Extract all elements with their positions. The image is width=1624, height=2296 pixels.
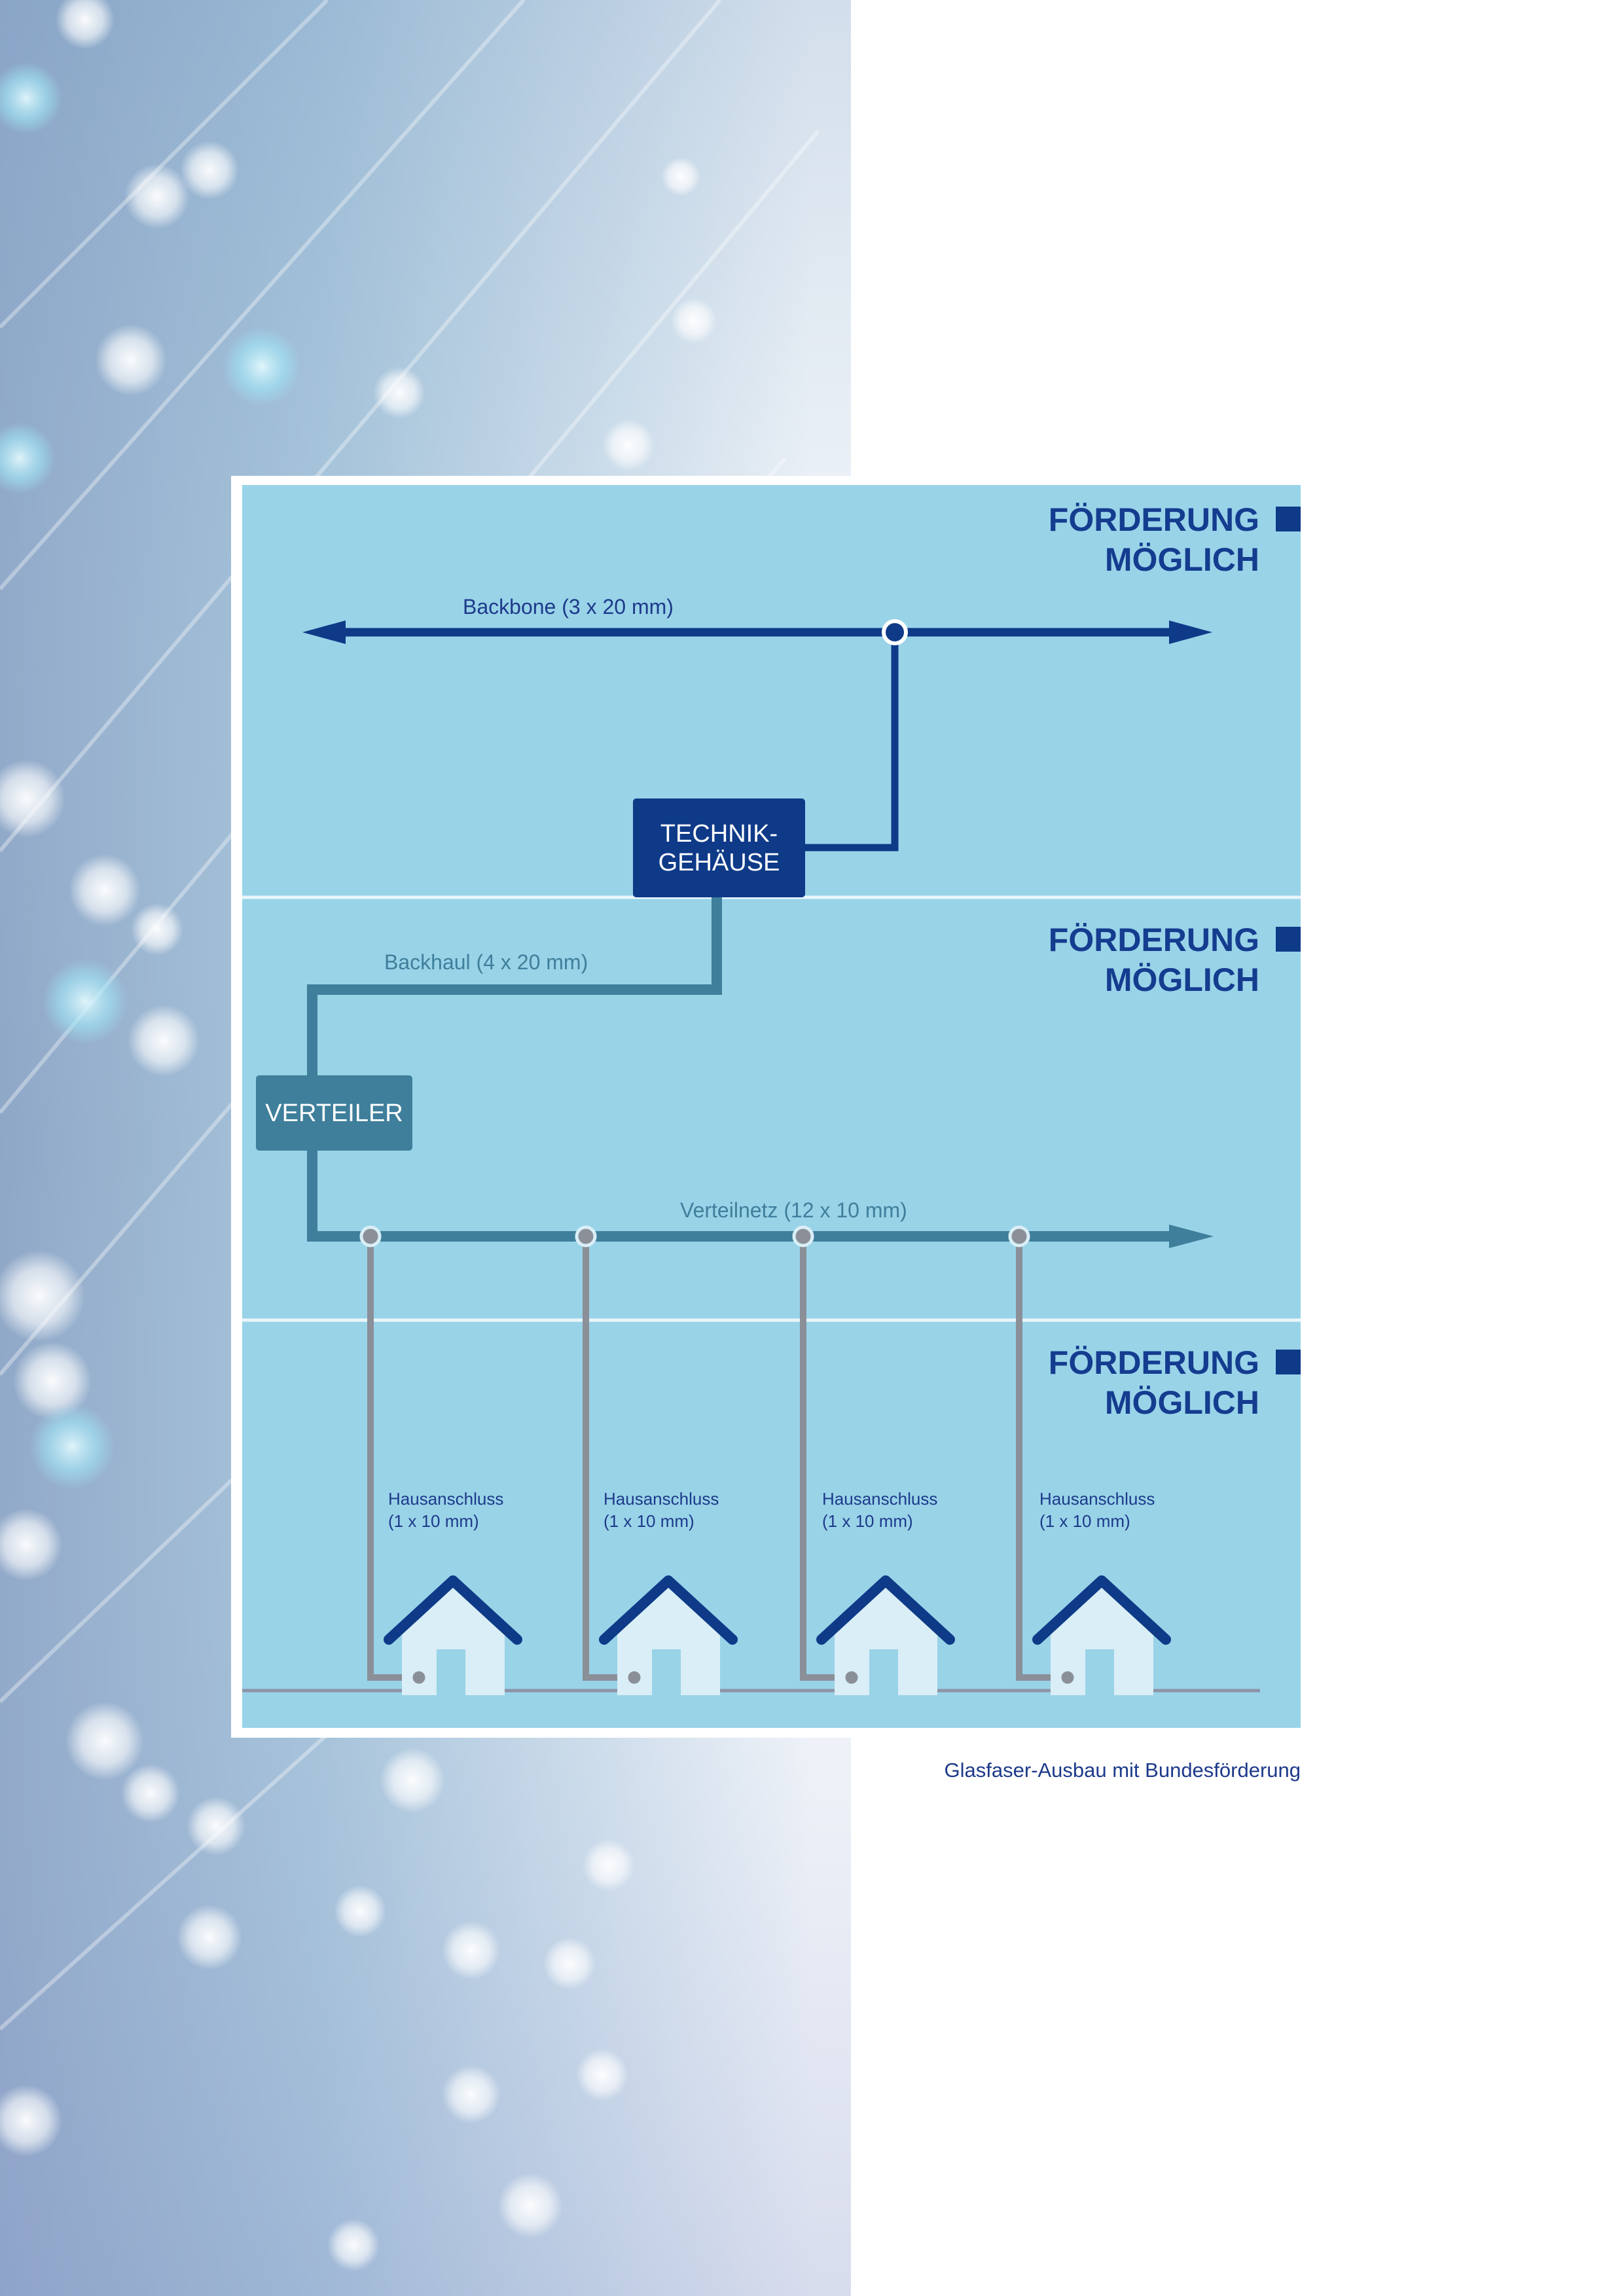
house-door — [437, 1649, 465, 1695]
verteilnetz-junction — [792, 1225, 814, 1247]
backbone-arrow-right — [1169, 620, 1212, 644]
hausanschluss-label-line1: Hausanschluss — [822, 1489, 937, 1509]
house-connector — [624, 1668, 644, 1687]
verteilnetz-junction — [1008, 1225, 1030, 1247]
zone-marker-square — [1276, 1350, 1301, 1374]
house-connection-2: Hausanschluss (1 x 10 mm) — [575, 1225, 738, 1695]
house-connector — [1058, 1668, 1077, 1687]
zone-title-2-line2: MÖGLICH — [1105, 961, 1259, 998]
house-connection-1: Hausanschluss (1 x 10 mm) — [359, 1225, 522, 1695]
verteilnetz-line — [307, 1151, 1178, 1242]
hausanschluss-label-line1: Hausanschluss — [1039, 1489, 1155, 1509]
zone-title-2: FÖRDERUNG MÖGLICH — [1049, 922, 1301, 998]
house-roof-icon — [1032, 1575, 1171, 1645]
hausanschluss-label-line1: Hausanschluss — [604, 1489, 719, 1509]
hausanschluss-label-line2: (1 x 10 mm) — [1039, 1511, 1130, 1531]
house-icon — [617, 1586, 720, 1695]
house-icon — [402, 1586, 505, 1695]
zone-marker-square — [1276, 507, 1301, 531]
backbone-label: Backbone (3 x 20 mm) — [463, 595, 674, 619]
zone-marker-square — [1276, 927, 1301, 952]
house-icon — [835, 1586, 937, 1695]
house-door — [869, 1649, 898, 1695]
verteilnetz-label: Verteilnetz (12 x 10 mm) — [680, 1198, 907, 1222]
zone-title-1: FÖRDERUNG MÖGLICH — [1049, 501, 1301, 578]
house-icon — [1051, 1586, 1153, 1695]
hausanschluss-label-line2: (1 x 10 mm) — [388, 1511, 479, 1531]
house-roof-icon — [599, 1575, 738, 1645]
technik-gehaeuse-label: TECHNIK- GEHÄUSE — [658, 819, 780, 876]
house-connector — [842, 1668, 861, 1687]
verteilnetz-junction — [575, 1225, 597, 1247]
verteiler-label: VERTEILER — [265, 1099, 403, 1127]
backhaul-label: Backhaul (4 x 20 mm) — [384, 950, 588, 974]
technik-gehaeuse-box — [633, 798, 805, 897]
hausanschluss-label-line2: (1 x 10 mm) — [604, 1511, 695, 1531]
diagram-panel — [242, 485, 1301, 1728]
house-door — [1085, 1649, 1114, 1695]
zone-title-3-line2: MÖGLICH — [1105, 1384, 1259, 1421]
verteilnetz-junction — [359, 1225, 382, 1247]
house-roof-icon — [816, 1575, 955, 1645]
zone-title-2-line1: FÖRDERUNG — [1049, 922, 1259, 958]
zone-title-1-line2: MÖGLICH — [1105, 541, 1259, 578]
verteiler-box — [256, 1075, 412, 1151]
backhaul-line — [307, 897, 722, 1077]
figure-caption: Glasfaser-Ausbau mit Bundesförderung — [944, 1759, 1301, 1782]
zone-title-3-line1: FÖRDERUNG — [1049, 1344, 1259, 1381]
house-roof-icon — [384, 1575, 522, 1645]
hausanschluss-label-line2: (1 x 10 mm) — [822, 1511, 913, 1531]
zone-title-3: FÖRDERUNG MÖGLICH — [1049, 1344, 1301, 1421]
house-connection-3: Hausanschluss (1 x 10 mm) — [792, 1225, 955, 1695]
backbone-arrow-left — [302, 620, 346, 644]
house-connection-4: Hausanschluss (1 x 10 mm) — [1008, 1225, 1171, 1695]
hausanschluss-label-line1: Hausanschluss — [388, 1489, 503, 1509]
backbone-junction — [882, 619, 908, 645]
verteilnetz-arrow — [1169, 1225, 1214, 1248]
backbone-branch — [804, 632, 899, 852]
zone-title-1-line1: FÖRDERUNG — [1049, 501, 1259, 538]
house-door — [652, 1649, 681, 1695]
house-connector — [409, 1668, 429, 1687]
